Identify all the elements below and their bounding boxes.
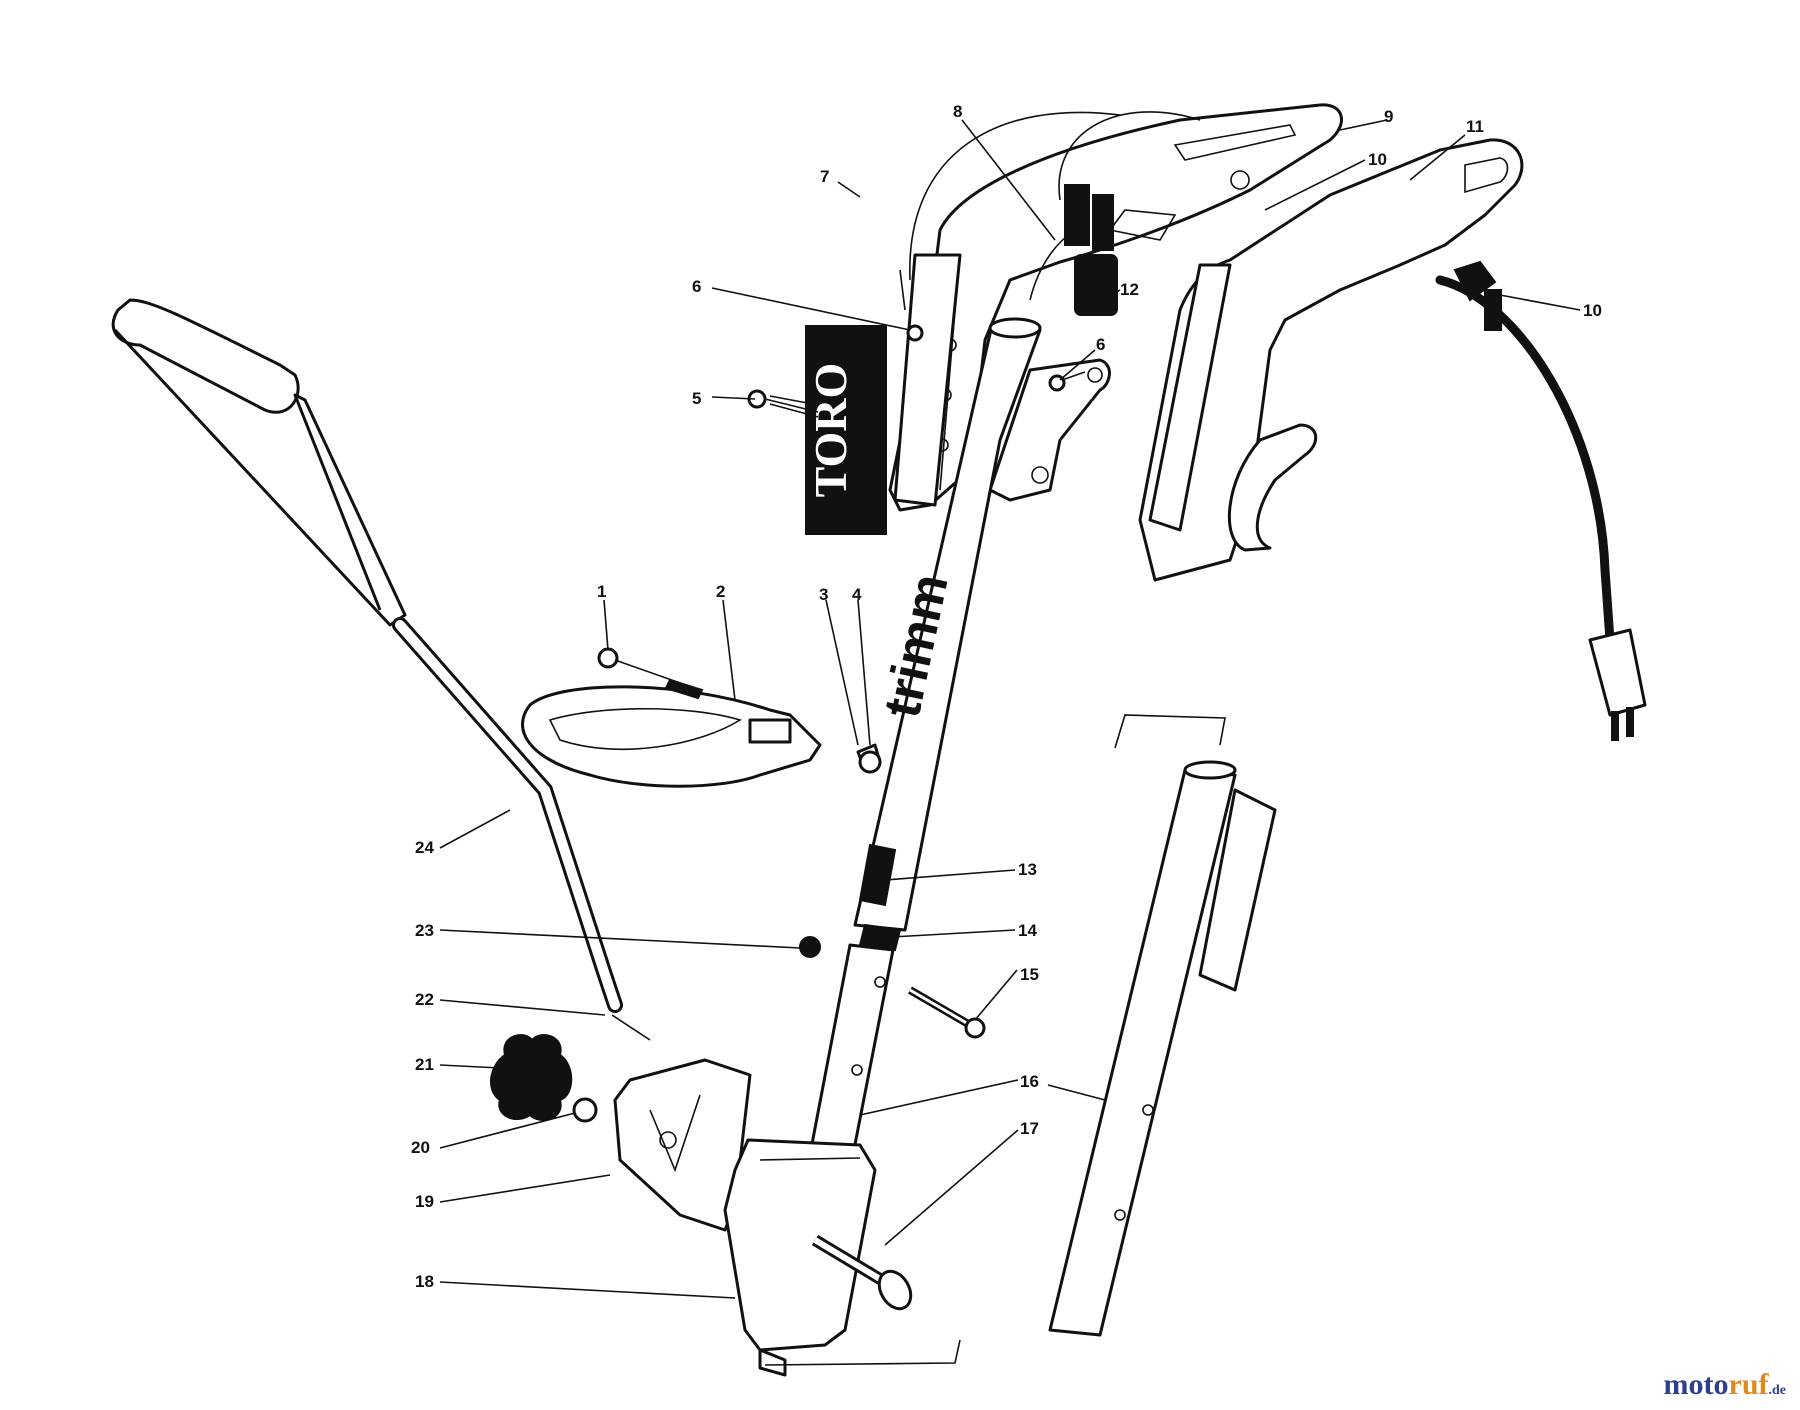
shaft-mount-housing xyxy=(723,1138,877,1377)
callout-7: 7 xyxy=(820,167,829,186)
callout-11: 11 xyxy=(1466,117,1484,136)
callout-12: 12 xyxy=(1120,280,1139,299)
callout-2: 2 xyxy=(716,582,725,601)
callout-8: 8 xyxy=(953,102,962,121)
callout-6-left: 6 xyxy=(692,277,701,296)
watermark-suffix: .de xyxy=(1768,1383,1787,1398)
callout-1: 1 xyxy=(597,582,606,601)
callout-17: 17 xyxy=(1020,1119,1039,1138)
grouping-bracket-lower xyxy=(764,1339,961,1366)
screw-15 xyxy=(907,986,986,1039)
handle-housing-half-left xyxy=(893,253,1111,507)
screw-6-left xyxy=(899,269,924,342)
callout-3: 3 xyxy=(819,585,828,604)
switch xyxy=(1029,184,1118,316)
callout-18: 18 xyxy=(415,1272,434,1291)
grouping-bracket-upper xyxy=(1114,714,1226,749)
power-cord xyxy=(1435,260,1647,741)
clamp-knob xyxy=(490,1034,573,1121)
callout-22: 22 xyxy=(415,990,434,1009)
callout-15: 15 xyxy=(1020,965,1039,984)
assist-handle xyxy=(111,298,623,1013)
callout-19: 19 xyxy=(415,1192,434,1211)
callout-16: 16 xyxy=(1020,1072,1039,1091)
callout-10-cord: 10 xyxy=(1583,301,1602,320)
callout-20: 20 xyxy=(411,1138,430,1157)
nut-23 xyxy=(799,936,821,958)
watermark-logo: motoruf.de xyxy=(1664,1368,1786,1402)
watermark-part2: ruf xyxy=(1728,1368,1769,1401)
toro-decal: TORO xyxy=(805,325,887,535)
detached-shaft-tube xyxy=(1048,760,1277,1337)
callout-6-right: 6 xyxy=(1096,335,1105,354)
guard-outline xyxy=(909,111,1121,281)
callouts: 1 2 3 4 5 6 6 7 8 9 10 10 11 12 13 14 15… xyxy=(411,102,1602,1291)
handle-bracket xyxy=(521,647,882,788)
watermark-part1: moto xyxy=(1663,1368,1729,1401)
callout-10-top: 10 xyxy=(1368,150,1387,169)
callout-9: 9 xyxy=(1384,107,1393,126)
callout-4: 4 xyxy=(852,585,862,604)
grommet-14 xyxy=(858,923,902,952)
leader-lines xyxy=(439,119,1581,1299)
handle-housing-half xyxy=(1138,138,1524,582)
lower-bracket xyxy=(613,1058,752,1232)
washer xyxy=(572,1097,598,1123)
bolt-22 xyxy=(611,1014,651,1041)
lower-shaft-tube xyxy=(806,943,895,1172)
callout-24: 24 xyxy=(415,838,434,857)
toro-decal-text: TORO xyxy=(805,363,856,498)
bolt-17 xyxy=(811,1234,913,1311)
callout-23: 23 xyxy=(415,921,434,940)
guard-outline-2 xyxy=(1058,111,1201,201)
callout-5: 5 xyxy=(692,389,701,408)
callout-21: 21 xyxy=(415,1055,434,1074)
callout-13: 13 xyxy=(1018,860,1037,879)
callout-14: 14 xyxy=(1018,921,1037,940)
